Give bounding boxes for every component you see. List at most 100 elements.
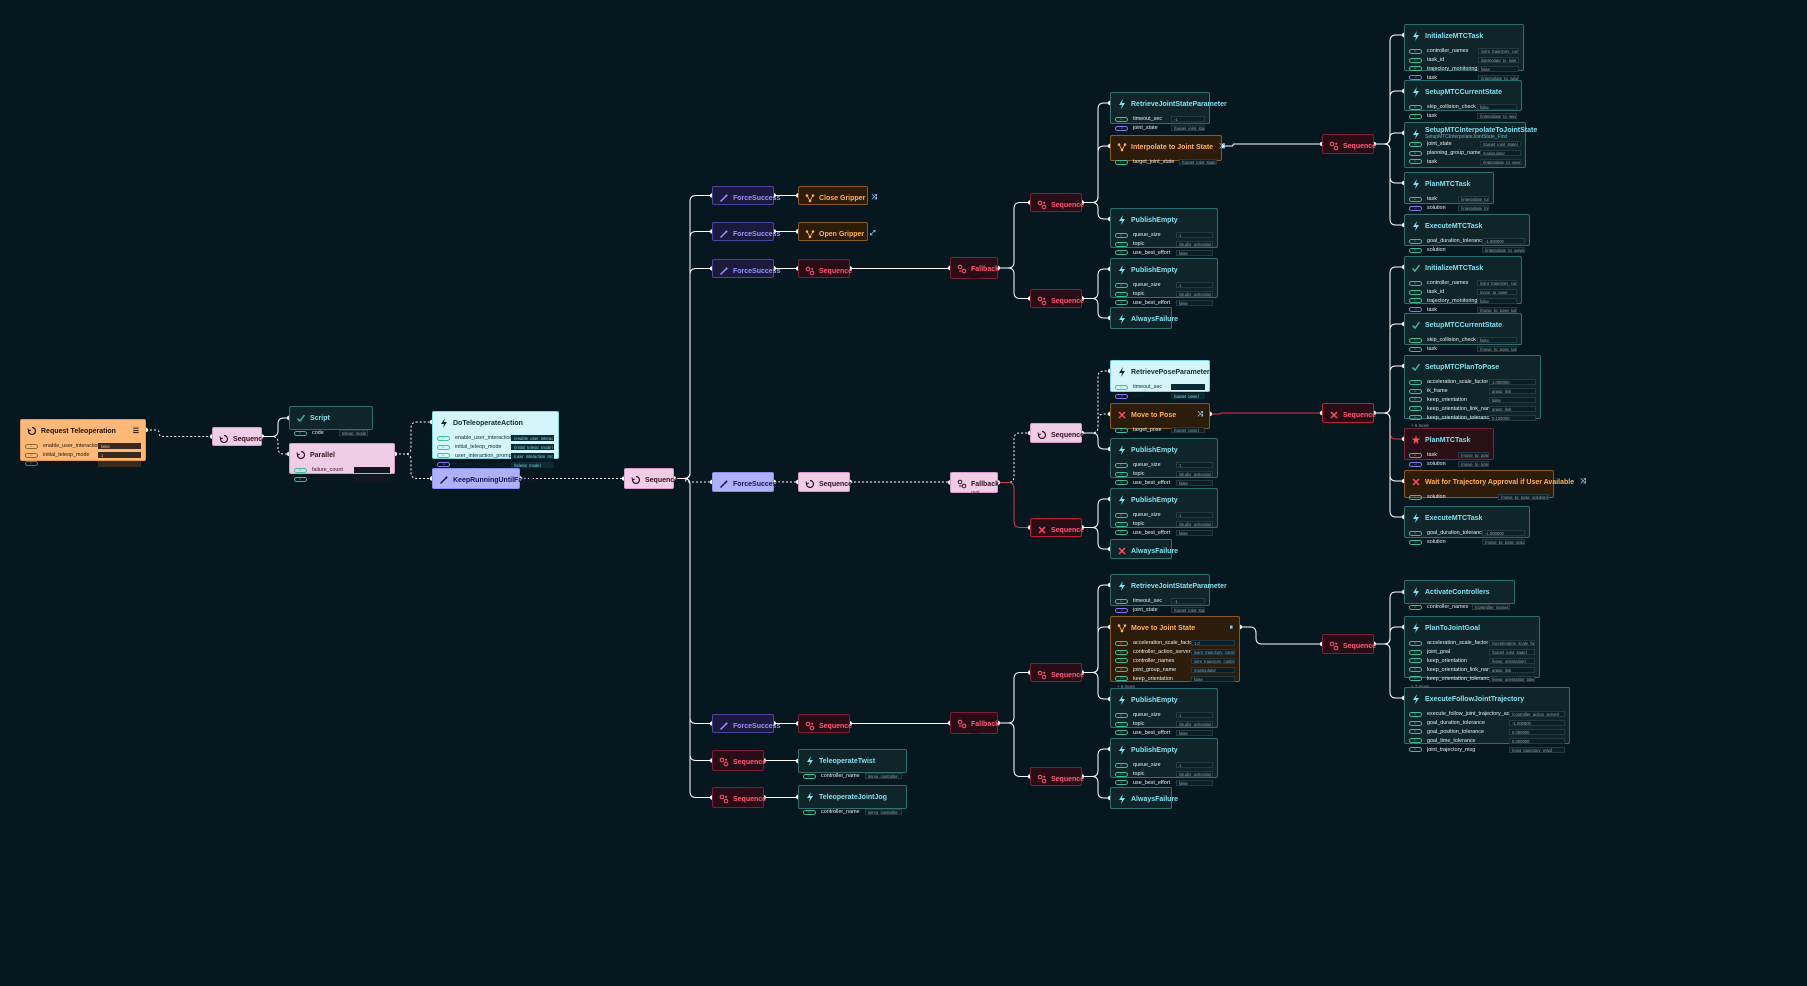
- port-value-field[interactable]: {move_to_pose_task}: [1477, 306, 1517, 313]
- port-value-field[interactable]: {move_to_pose_solution}: [1458, 461, 1489, 468]
- port-value-field[interactable]: 0.000000: [1509, 728, 1565, 735]
- port-value-field[interactable]: false: [1191, 675, 1235, 682]
- port-value-field[interactable]: grasp_link: [1489, 405, 1536, 412]
- port-value-field[interactable]: {move_to_pose_task}: [1458, 452, 1489, 459]
- node-retrieveposeparameter[interactable]: RetrievePoseParameter⇤timeout_sec⇥pose{t…: [1110, 360, 1210, 400]
- more-ports-link[interactable]: + 6 more: [1411, 422, 1429, 428]
- port-value-field[interactable]: {target_pose}: [1171, 393, 1205, 400]
- port-value-field[interactable]: {target_pose}: [1171, 427, 1205, 434]
- port-value-field[interactable]: {interpolate_to_waypoint}: [1477, 113, 1517, 120]
- node-doteleoperateaction[interactable]: DoTeleoperateAction⇤enable_user_interact…: [432, 411, 559, 468]
- port-value-field[interactable]: {interpolate_to_waypoint}: [1458, 205, 1489, 212]
- port-value-field[interactable]: -1.000000: [1509, 720, 1565, 727]
- node-initializemtctask[interactable]: InitializeMTCTask⇤controller_names/joint…: [1404, 256, 1522, 313]
- node-setupmtcplantopose[interactable]: SetupMTCPlanToPose⇤acceleration_scale_fa…: [1404, 355, 1541, 428]
- port-value-field[interactable]: false: [98, 443, 141, 450]
- node-keeprunninguntilfailure[interactable]: KeepRunningUntilFailure: [432, 468, 537, 489]
- node-sequence[interactable]: Sequence: [1030, 663, 1084, 682]
- port-value-field[interactable]: [98, 460, 141, 467]
- port-value-field[interactable]: 1: [1176, 232, 1213, 239]
- node-sequence[interactable]: Sequence: [1322, 134, 1376, 154]
- port-value-field[interactable]: manipulator: [1191, 666, 1235, 673]
- port-value-field[interactable]: servo_controller: [865, 773, 902, 780]
- port-value-field[interactable]: -1: [1171, 598, 1205, 605]
- node-control-icon[interactable]: ☰: [132, 428, 139, 435]
- node-forcesuccess[interactable]: ForceSuccess: [712, 259, 780, 278]
- port-value-field[interactable]: false: [1478, 65, 1519, 72]
- port-value-field[interactable]: false: [1176, 249, 1213, 256]
- node-retrievejointstateparameter[interactable]: RetrieveJointStateParameter⇤timeout_sec-…: [1110, 574, 1227, 614]
- port-value-field[interactable]: 1: [1176, 512, 1213, 519]
- port-value-field[interactable]: {interpolate_to_waypoint}: [1480, 158, 1521, 165]
- port-value-field[interactable]: move_to_pose: [1477, 289, 1517, 296]
- port-value-field[interactable]: {target_joint_state}: [1179, 159, 1217, 166]
- node-parallel[interactable]: Parallel⇤failure_count⇤success_count: [289, 443, 395, 483]
- more-ports-link[interactable]: + 5 more: [1117, 683, 1135, 689]
- port-value-field[interactable]: {controller_action_server}: [1509, 711, 1565, 718]
- node-sequence[interactable]: Sequence: [1322, 634, 1376, 654]
- port-value-field[interactable]: {joint_trajectory_msg}: [1509, 746, 1565, 753]
- port-value-field[interactable]: 1: [98, 452, 141, 459]
- port-value-field[interactable]: false: [1489, 396, 1536, 403]
- port-value-field[interactable]: /joint_trajectory_controller: [1478, 48, 1519, 55]
- port-value-field[interactable]: -1.000000: [1482, 530, 1525, 537]
- port-value-field[interactable]: false: [1477, 337, 1517, 344]
- port-value-field[interactable]: interpolate_to_joint_state: [1478, 57, 1519, 64]
- port-value-field[interactable]: false: [1176, 479, 1213, 486]
- node-executemtctask[interactable]: ExecuteMTCTask⇤goal_duration_tolerance-1…: [1404, 214, 1530, 254]
- port-value-field[interactable]: {move_to_pose_task}: [1477, 346, 1517, 353]
- port-value-field[interactable]: servo_controller: [865, 809, 902, 816]
- port-value-field[interactable]: {target_joint_state}: [1171, 125, 1205, 132]
- port-value-field[interactable]: {enable_user_interaction}: [511, 435, 554, 442]
- port-value-field[interactable]: /studio_activation_render: [1176, 471, 1213, 478]
- node-sequence[interactable]: Sequence: [798, 714, 852, 733]
- node-interpolate-to-joint-state[interactable]: Interpolate to Joint State⤨⇤target_joint…: [1110, 135, 1225, 166]
- node-close-gripper[interactable]: Close Gripper⤨: [798, 186, 877, 205]
- node-control-icon[interactable]: ⤨: [1580, 478, 1586, 485]
- node-control-icon[interactable]: ⤨: [1197, 411, 1203, 418]
- node-alwaysfailure[interactable]: AlwaysFailure: [1110, 787, 1178, 809]
- port-value-field[interactable]: 0.100000: [1489, 414, 1536, 421]
- node-open-gripper[interactable]: Open Gripper⤢: [798, 222, 876, 241]
- port-value-field[interactable]: 1.000000: [1489, 379, 1536, 386]
- node-sequence[interactable]: Sequence: [798, 259, 852, 278]
- node-setupmtccurrentstate[interactable]: SetupMTCCurrentState⇤skip_collision_chec…: [1404, 313, 1522, 353]
- node-retrievejointstateparameter[interactable]: RetrieveJointStateParameter⇤timeout_sec-…: [1110, 92, 1227, 132]
- node-forcesuccess[interactable]: ForceSuccess: [712, 472, 780, 492]
- node-planmtctask[interactable]: PlanMTCTask⇤task{move_to_pose_task}⇥solu…: [1404, 428, 1494, 468]
- port-value-field[interactable]: -1: [1171, 116, 1205, 123]
- port-value-field[interactable]: /joint_trajectory_controller/follow_join…: [1191, 649, 1235, 656]
- port-value-field[interactable]: false: [1477, 297, 1517, 304]
- node-sequence[interactable]: Sequence: [1322, 403, 1376, 423]
- port-value-field[interactable]: false: [1176, 729, 1213, 736]
- port-value-field[interactable]: false: [1176, 299, 1213, 306]
- node-sequence[interactable]: Sequence: [1030, 423, 1084, 443]
- node-control-icon[interactable]: ⤨: [1219, 143, 1225, 150]
- port-value-field[interactable]: /studio_activation_render: [1176, 291, 1213, 298]
- port-value-field[interactable]: grasp_link: [1489, 388, 1536, 395]
- port-value-field[interactable]: {acceleration_scale_factor}: [1489, 640, 1535, 647]
- node-forcesuccess[interactable]: ForceSuccess: [712, 222, 780, 241]
- node-planmtctask[interactable]: PlanMTCTask⇤task{interpolate_to_waypoint…: [1404, 172, 1494, 212]
- node-activatecontrollers[interactable]: ActivateControllers⇤controller_names{con…: [1404, 580, 1515, 611]
- node-control-icon[interactable]: ⤨: [871, 194, 877, 201]
- node-executemtctask[interactable]: ExecuteMTCTask⇤goal_duration_tolerance-1…: [1404, 506, 1530, 546]
- port-value-field[interactable]: 1.0: [1191, 640, 1235, 647]
- port-value-field[interactable]: {target_joint_state}: [1171, 607, 1205, 614]
- node-initializemtctask[interactable]: InitializeMTCTask⇤controller_names/joint…: [1404, 24, 1524, 81]
- port-value-field[interactable]: {keep_orientation_tolerance}: [1489, 675, 1535, 682]
- port-value-field[interactable]: {interpolate_to_waypoint}: [1458, 196, 1489, 203]
- port-value-field[interactable]: false: [1477, 104, 1517, 111]
- port-value-field[interactable]: [354, 476, 390, 483]
- port-value-field[interactable]: -1.000000: [1482, 238, 1525, 245]
- port-value-field[interactable]: grasp_link: [1489, 666, 1535, 673]
